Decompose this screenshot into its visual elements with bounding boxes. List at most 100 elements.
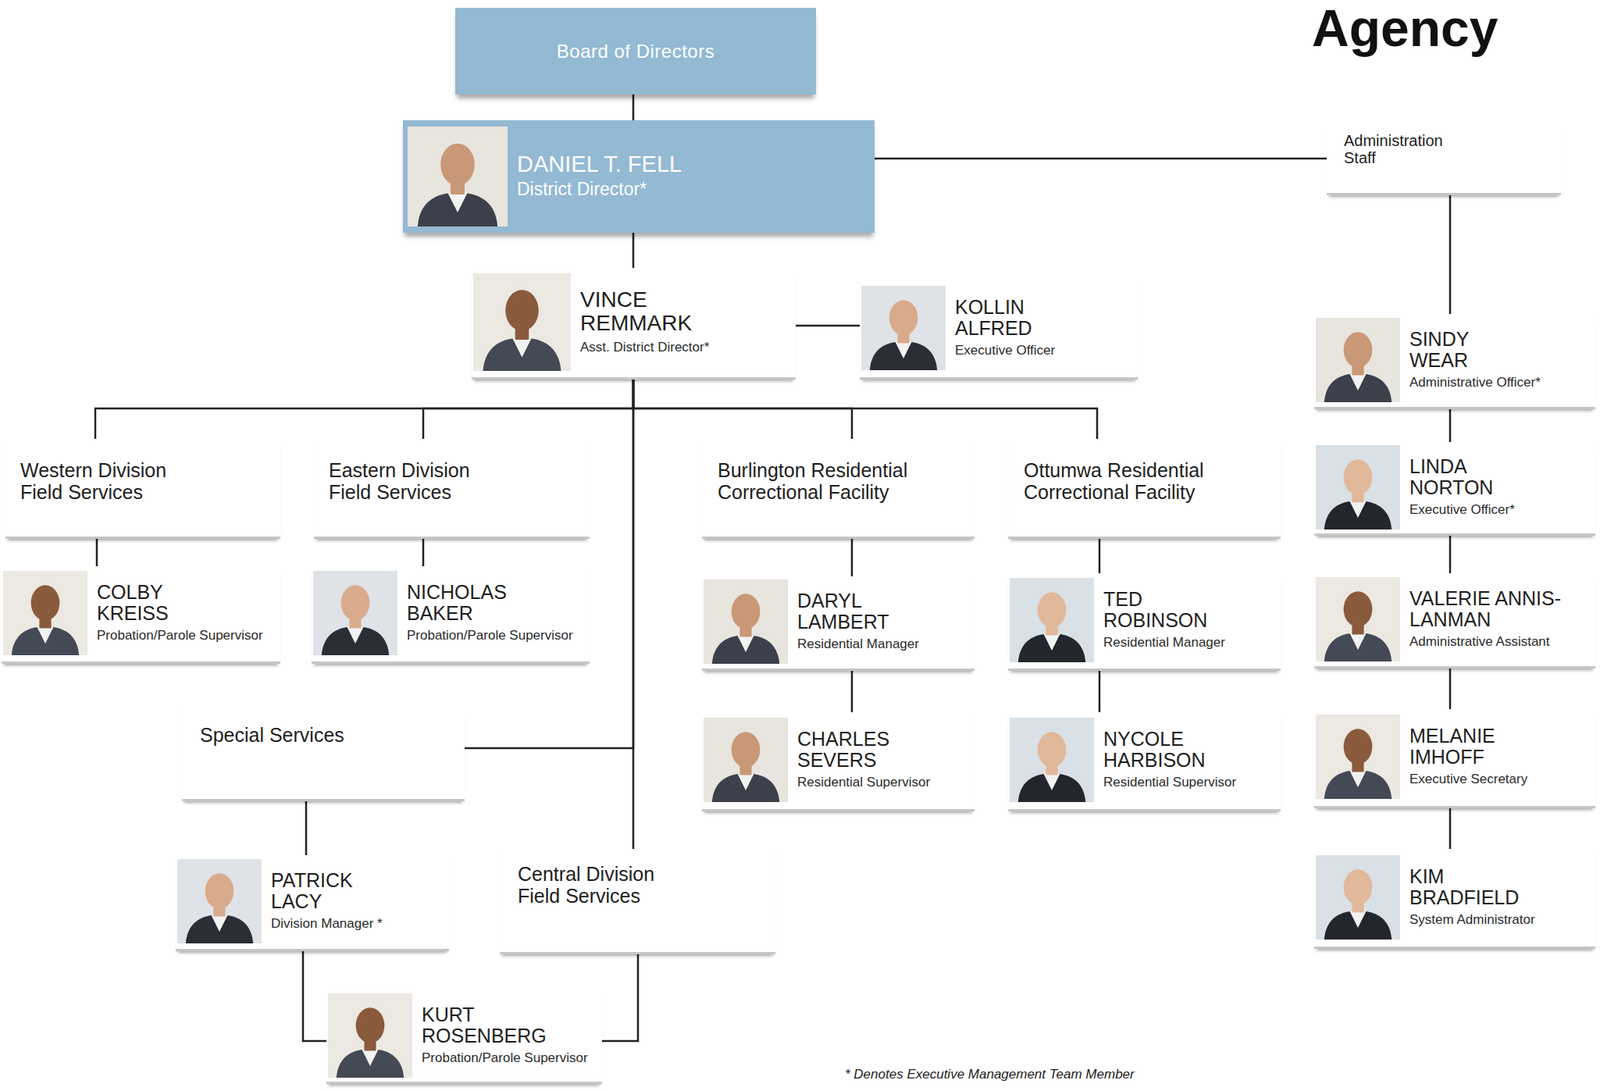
text-column: KOLLIN ALFRED Executive Officer [955,296,1134,359]
connector-line [632,232,635,268]
portrait-photo [1315,714,1401,799]
connector-line [632,94,635,121]
person-card: MELANIE IMHOFF Executive Secretary [1314,709,1596,809]
person-card: KIM BRADFIELD System Administrator [1314,848,1596,949]
unit-name: Special Services [199,723,435,746]
person-name: VALERIE ANNIS-LANMAN [1409,587,1574,631]
unit-name: Administration Staff [1343,131,1462,168]
connector-line [95,379,634,439]
text-column: PATRICK LACYDivision Manager * [270,869,445,932]
unit-name: Central Division Field Services [517,862,682,907]
person-name: MELANIE IMHOFF [1409,725,1543,768]
person-name: COLBY KREISS [96,581,230,624]
connector-line [602,954,638,1041]
director-box: DANIEL T. FELLDistrict Director* [402,120,875,233]
person-card: KURT ROSENBERG Probation/Parole Superviso… [326,990,603,1084]
job-title: Executive Officer* [1409,501,1591,518]
person-name: NYCOLE HARBISON [1103,728,1237,771]
job-title: Administrative Assistant [1409,633,1591,650]
person-name: KURT ROSENBERG [421,1004,555,1047]
job-title: Residential Manager [1103,634,1276,651]
person-name: DANIEL T. FELL [516,152,870,178]
job-title: Executive Secretary [1409,770,1591,788]
connector-line [1449,808,1452,849]
portrait-photo [327,993,413,1078]
unit-header: Eastern Division Field Services [313,438,590,539]
job-title: Residential Supervisor [1103,773,1276,791]
job-title: Residential Supervisor [797,773,970,791]
connector-line [1098,538,1102,574]
person-card: NYCOLE HARBISON Residential Supervisor [1008,712,1281,812]
text-column: DARYL LAMBERTResidential Manager [797,590,970,653]
job-title: District Director* [516,178,870,201]
portrait-photo [1315,445,1401,530]
text-column: KURT ROSENBERG Probation/Parole Superviso… [421,1004,598,1066]
person-card: LINDA NORTON Executive Officer* [1314,441,1596,536]
connector-line [1098,670,1102,713]
portrait-photo [1009,717,1094,802]
text-column: VINCE REMMARK Asst. District Director* [580,288,792,356]
text-column: NYCOLE HARBISON Residential Supervisor [1103,728,1276,791]
person-card: CHARLES SEVERS Residential Supervisor [702,712,975,812]
board-box: Board of Directors [455,7,817,95]
text-column: SINDY WEARAdministrative Officer* [1409,328,1591,391]
connector-line [851,670,854,713]
connector-line [302,951,327,1041]
portrait-photo [703,717,788,802]
job-title: Executive Officer [955,342,1134,359]
text-column: CHARLES SEVERS Residential Supervisor [797,728,970,791]
portrait-photo [1315,855,1401,940]
connector-line [632,379,635,849]
page-title: Agency [1311,0,1498,58]
connector-line [423,379,634,439]
box-label: Board of Directors [556,40,715,63]
unit-header: Western Division Field Services [5,438,281,539]
person-name: SINDY WEAR [1409,328,1527,371]
connector-line [422,538,425,567]
job-title: Asst. District Director* [580,338,792,356]
text-column: MELANIE IMHOFF Executive Secretary [1409,725,1591,788]
person-card: PATRICK LACYDivision Manager * [175,855,449,952]
portrait-photo [1315,577,1401,662]
connector-line [633,379,1098,439]
person-name: VINCE REMMARK [580,288,721,335]
person-card: TED ROBINSON Residential Manager [1008,573,1281,671]
person-name: CHARLES SEVERS [797,728,931,771]
text-column: LINDA NORTON Executive Officer* [1409,456,1591,518]
portrait-photo [1315,317,1401,403]
job-title: Probation/Parole Supervisor [96,627,276,644]
portrait-photo [703,579,788,664]
connector-line [1449,195,1452,314]
person-name: KIM BRADFIELD [1409,865,1543,909]
text-column: KIM BRADFIELD System Administrator [1409,865,1591,928]
unit-header: Burlington Residential Correctional Faci… [702,438,975,539]
person-card: VALERIE ANNIS-LANMAN Administrative Assis… [1314,573,1596,669]
person-name: LINDA NORTON [1409,456,1543,499]
person-card: COLBY KREISS Probation/Parole Supervisor [1,566,281,664]
person-name: KOLLIN ALFRED [955,296,1088,339]
connector-line [464,379,634,749]
portrait-photo [473,273,571,371]
connector-line [874,157,1327,161]
portrait-photo [407,126,508,227]
connector-line [795,324,860,328]
portrait-photo [3,570,88,656]
connector-line [305,801,308,856]
portrait-photo [313,570,398,656]
connector-line [851,538,854,577]
connector-line [1449,409,1452,442]
person-card: DARYL LAMBERTResidential Manager [702,576,975,671]
unit-header: Central Division Field Services [499,848,776,955]
connector-line [96,538,99,567]
unit-name: Burlington Residential Correctional Faci… [717,459,925,503]
connector-line [1449,535,1452,574]
text-column: COLBY KREISS Probation/Parole Supervisor [96,581,276,644]
job-title: System Administrator [1409,911,1591,928]
unit-header: Ottumwa Residential Correctional Facilit… [1008,438,1281,539]
unit-header: Special Services [181,706,465,802]
person-name: TED ROBINSON [1103,588,1237,631]
portrait-photo [1009,577,1094,663]
person-name: DARYL LAMBERT [797,590,931,633]
portrait-photo [861,285,946,371]
job-title: Probation/Parole Supervisor [421,1049,598,1066]
